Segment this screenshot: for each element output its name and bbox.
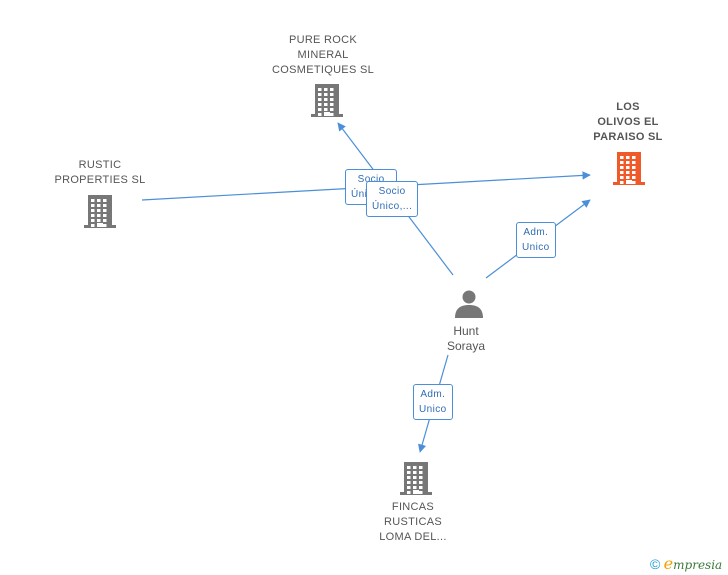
edge-label-adm: Adm. Unico bbox=[516, 222, 556, 258]
edge-label-socio: Socio Único,... bbox=[366, 181, 419, 217]
node-label: LOS OLIVOS EL PARAISO SL bbox=[593, 101, 663, 143]
building-icon[interactable] bbox=[400, 461, 432, 500]
person-name[interactable]: Hunt Soraya bbox=[446, 324, 486, 353]
person-icon[interactable] bbox=[454, 288, 484, 318]
edge-label-adm: Adm. Unico bbox=[413, 384, 453, 420]
node-los-olivos[interactable]: LOS OLIVOS EL PARAISO SL bbox=[578, 100, 678, 145]
building-icon[interactable] bbox=[84, 194, 116, 233]
brand-e: e bbox=[663, 554, 674, 573]
node-label: PURE ROCK MINERAL COSMETIQUES SL bbox=[272, 34, 374, 76]
node-fincas[interactable]: FINCAS RUSTICAS LOMA DEL... bbox=[358, 500, 468, 545]
node-rustic[interactable]: RUSTIC PROPERTIES SL bbox=[45, 158, 155, 188]
node-label: RUSTIC PROPERTIES SL bbox=[54, 159, 146, 186]
node-label: FINCAS RUSTICAS LOMA DEL... bbox=[379, 501, 447, 543]
footer-brand: © empresia bbox=[650, 554, 722, 573]
building-icon[interactable] bbox=[311, 83, 343, 122]
copyright-icon: © bbox=[650, 556, 661, 572]
building-icon[interactable] bbox=[613, 151, 645, 190]
brand-name: mpresia bbox=[673, 558, 723, 572]
node-pure-rock[interactable]: PURE ROCK MINERAL COSMETIQUES SL bbox=[268, 33, 378, 78]
